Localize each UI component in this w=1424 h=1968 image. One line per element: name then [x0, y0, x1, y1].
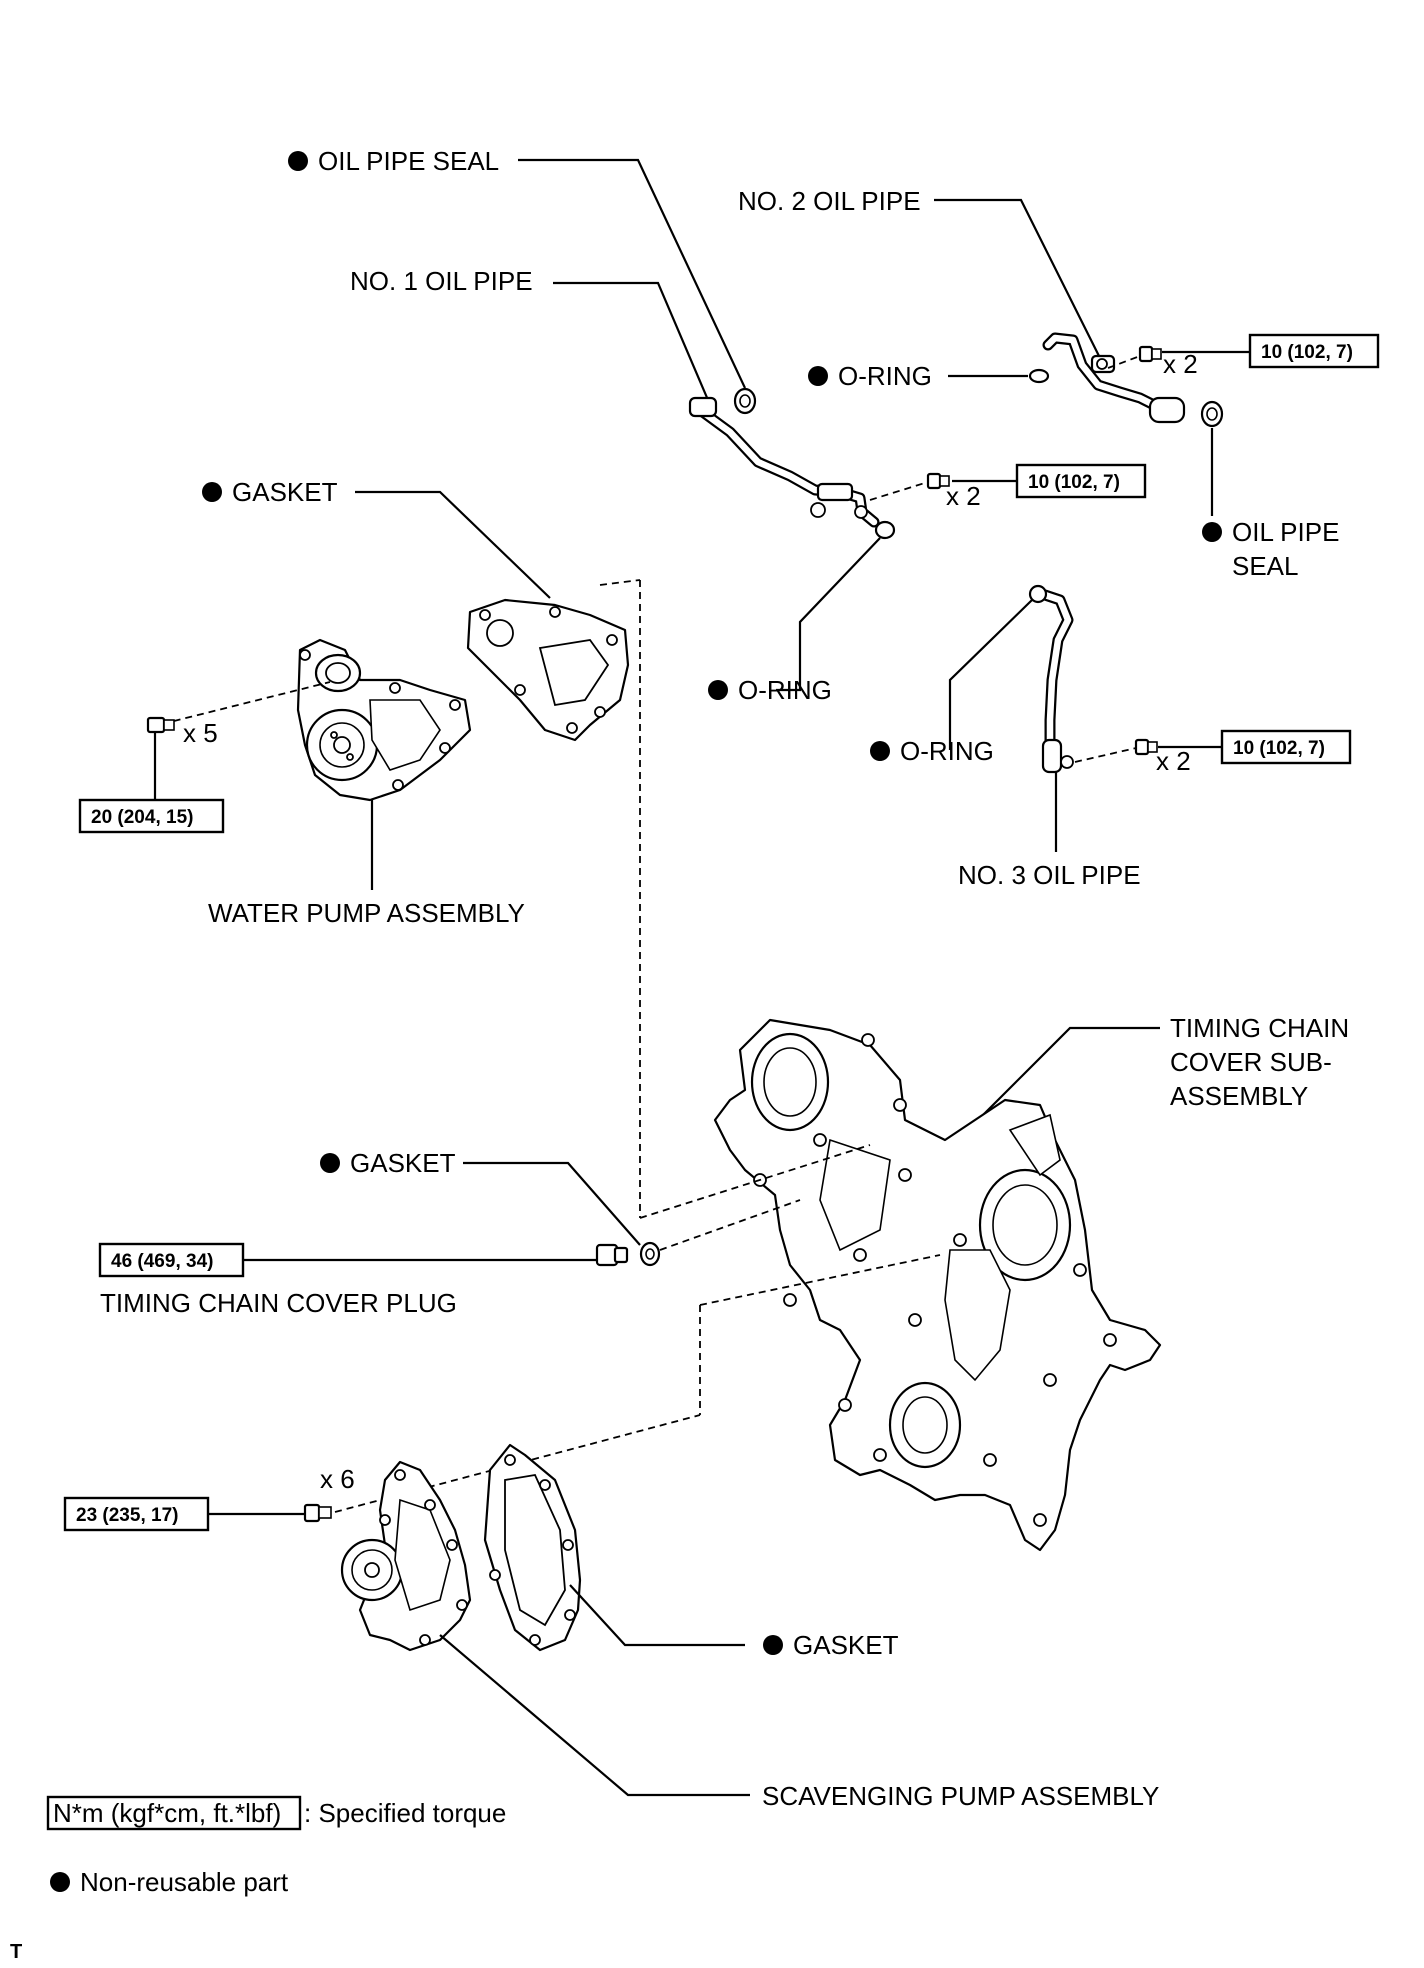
leader-o-ring-no1 — [776, 537, 881, 692]
non-reusable-marker-icon — [288, 151, 308, 171]
dashed-guide — [639, 1144, 871, 1219]
bolt-part — [926, 472, 950, 490]
bolt-part — [1138, 345, 1162, 363]
label-oil-pipe-seal-top: OIL PIPE SEAL — [318, 146, 499, 176]
leader-no2-oil-pipe — [934, 198, 1101, 359]
o-ring-no2-part — [1028, 368, 1050, 384]
label-timing-chain-cover-3: ASSEMBLY — [1170, 1081, 1308, 1111]
no1-oil-pipe-part — [688, 396, 880, 528]
torque-no1-pipe-bolts: 10 (102, 7) — [1028, 472, 1120, 493]
qty-scavenging-bolts: x 6 — [320, 1464, 355, 1494]
label-scavenging-pump-assembly: SCAVENGING PUMP ASSEMBLY — [762, 1781, 1159, 1811]
scavenging-pump-gasket-part — [483, 1443, 582, 1652]
legend: N*m (kgf*cm, ft.*lbf) : Specified torque… — [10, 1795, 506, 1963]
legend-non-reusable: Non-reusable part — [80, 1867, 289, 1897]
bolt-part — [146, 716, 175, 734]
torque-plug: 46 (469, 34) — [111, 1251, 213, 1272]
timing-chain-cover-plug-part — [595, 1243, 629, 1267]
bolt-part — [303, 1503, 332, 1523]
o-ring-no3-part — [1028, 584, 1048, 604]
label-gasket-plug: GASKET — [350, 1148, 456, 1178]
label-no2-oil-pipe: NO. 2 OIL PIPE — [738, 186, 921, 216]
label-gasket-water-pump: GASKET — [232, 477, 338, 507]
non-reusable-marker-icon — [763, 1635, 783, 1655]
bolt-part — [1134, 738, 1158, 756]
non-reusable-marker-icon — [50, 1872, 70, 1892]
leader-gasket-water-pump — [355, 490, 551, 599]
torque-scavenging-bolts: 23 (235, 17) — [76, 1505, 178, 1526]
legend-torque-box — [46, 1795, 302, 1831]
legend-torque-desc: : Specified torque — [304, 1798, 506, 1828]
label-oil-pipe-seal-right-2: SEAL — [1232, 551, 1299, 581]
label-timing-chain-cover-plug: TIMING CHAIN COVER PLUG — [100, 1288, 457, 1318]
dashed-guide — [161, 681, 331, 725]
label-timing-chain-cover-2: COVER SUB- — [1170, 1047, 1332, 1077]
oil-pipe-seal-right-part — [1200, 400, 1224, 428]
qty-no2-pipe-bolts: x 2 — [1163, 349, 1198, 379]
o-ring-no1-part — [874, 520, 896, 540]
non-reusable-marker-icon — [708, 680, 728, 700]
label-oil-pipe-seal-right-1: OIL PIPE — [1232, 517, 1339, 547]
torque-box-plug — [98, 1242, 245, 1278]
non-reusable-marker-icon — [1202, 522, 1222, 542]
dashed-guide — [869, 481, 929, 501]
water-pump-group: GASKET — [78, 477, 641, 1218]
timing-chain-cover-part — [713, 1018, 1162, 1552]
qty-water-pump-bolts: x 5 — [183, 718, 218, 748]
scavenging-pump-group: GASKET x 6 23 (235, 17) SCAVENGING PUMP … — [63, 1254, 1159, 1811]
dashed-guide — [1107, 355, 1141, 369]
water-pump-gasket-part — [466, 598, 630, 742]
gasket-plug-inner — [645, 1248, 655, 1260]
non-reusable-marker-icon — [320, 1153, 340, 1173]
scavenging-pump-part — [340, 1460, 472, 1652]
qty-no3-pipe-bolts: x 2 — [1156, 746, 1191, 776]
non-reusable-marker-icon — [202, 482, 222, 502]
leader-gasket-plug — [463, 1161, 641, 1246]
torque-no2-pipe-bolts: 10 (102, 7) — [1261, 342, 1353, 363]
non-reusable-marker-icon — [870, 741, 890, 761]
no1-oil-pipe-group: OIL PIPE SEAL NO. 1 OIL PIPE O-RING — [288, 146, 1147, 705]
torque-box-no1 — [1015, 463, 1147, 499]
leader-scavenging-pump — [439, 1634, 750, 1797]
torque-box-no3 — [1220, 729, 1352, 765]
label-gasket-scavenging: GASKET — [793, 1630, 899, 1660]
torque-box-no2 — [1248, 333, 1380, 369]
corner-mark: T — [10, 1941, 22, 1963]
leader-gasket-scavenging — [569, 1584, 745, 1647]
leader-no1-oil-pipe — [553, 281, 710, 401]
label-no1-oil-pipe: NO. 1 OIL PIPE — [350, 266, 533, 296]
dashed-guide — [659, 1199, 801, 1251]
dashed-guide — [1074, 747, 1137, 763]
label-water-pump-assembly: WATER PUMP ASSEMBLY — [208, 898, 525, 928]
label-no3-oil-pipe: NO. 3 OIL PIPE — [958, 860, 1141, 890]
dashed-guide — [599, 579, 641, 586]
legend-torque-unit: N*m (kgf*cm, ft.*lbf) — [53, 1798, 281, 1828]
non-reusable-marker-icon — [808, 366, 828, 386]
no3-oil-pipe-part — [1039, 589, 1074, 774]
dashed-guide — [699, 1254, 941, 1306]
no3-oil-pipe-group: O-RING NO. 3 OIL PIPE x 2 10 (102, 7) — [870, 584, 1352, 890]
no2-oil-pipe-group: NO. 2 OIL PIPE O-RING x 2 10 (102, 7) — [738, 186, 1380, 581]
label-timing-chain-cover-1: TIMING CHAIN — [1170, 1013, 1349, 1043]
qty-no1-pipe-bolts: x 2 — [946, 481, 981, 511]
timing-chain-cover-group: TIMING CHAIN COVER SUB- ASSEMBLY — [98, 1013, 1349, 1552]
torque-water-pump-bolts: 20 (204, 15) — [91, 807, 193, 828]
label-o-ring-no1: O-RING — [738, 675, 832, 705]
label-o-ring-no3: O-RING — [900, 736, 994, 766]
torque-box-water-pump — [78, 798, 225, 834]
torque-no3-pipe-bolts: 10 (102, 7) — [1233, 738, 1325, 759]
water-pump-part — [296, 638, 472, 802]
leader-oil-pipe-seal-top — [518, 158, 746, 389]
oil-pipe-seal-top-part — [733, 387, 757, 415]
leader-o-ring-no3 — [948, 599, 1033, 750]
label-o-ring-no2: O-RING — [838, 361, 932, 391]
torque-box-scavenging — [63, 1496, 210, 1532]
